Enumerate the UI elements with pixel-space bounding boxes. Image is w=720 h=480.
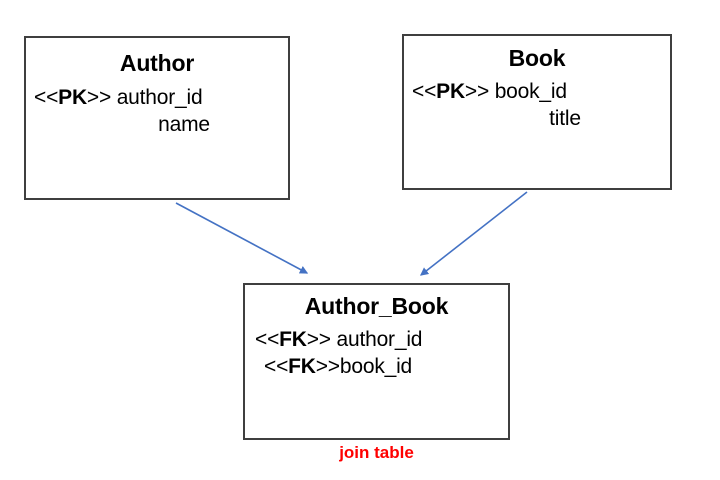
- stereotype-keyword: FK: [288, 355, 316, 379]
- attribute-row: name: [26, 112, 288, 139]
- stereotype-close: >>: [315, 355, 340, 379]
- stereotype-fk: <<FK>>: [264, 355, 340, 378]
- entity-title-book: Book: [508, 45, 566, 71]
- stereotype-pk: <<PK>>: [412, 80, 489, 103]
- attribute-row: <<FK>>book_id: [245, 354, 508, 381]
- stereotype-close: >>: [86, 86, 112, 110]
- entity-title-author: Author: [119, 50, 195, 76]
- entity-title-author-book: Author_Book: [304, 293, 449, 319]
- stereotype-open: <<: [412, 80, 437, 104]
- attribute-name: title: [549, 107, 581, 131]
- stereotype-close: >>: [306, 328, 331, 352]
- stereotype-open: <<: [255, 328, 280, 352]
- entity-box-book[interactable]: Book <<PK>> book_id title: [402, 34, 672, 190]
- stereotype-keyword: FK: [279, 328, 307, 352]
- stereotype-open: <<: [34, 86, 59, 110]
- attribute-name: book_id: [339, 355, 413, 379]
- stereotype-close: >>: [464, 80, 490, 104]
- stereotype-pk: <<PK>>: [34, 86, 111, 109]
- relationship-arrow-book-to-join: [419, 191, 528, 276]
- attribute-row: <<FK>> author_id: [245, 327, 508, 354]
- attribute-name: name: [158, 113, 210, 137]
- entity-box-author-book[interactable]: Author_Book <<FK>> author_id <<FK>>book_…: [243, 283, 510, 440]
- stereotype-keyword: PK: [436, 80, 465, 104]
- attribute-row: title: [404, 106, 670, 133]
- attribute-name: book_id: [489, 80, 567, 104]
- attribute-name: author_id: [111, 86, 203, 110]
- attribute-name: author_id: [330, 328, 423, 352]
- attribute-list-author-book: <<FK>> author_id <<FK>>book_id: [245, 327, 508, 381]
- stereotype-keyword: PK: [58, 86, 87, 110]
- stereotype-open: <<: [264, 355, 289, 379]
- attribute-list-author: <<PK>> author_id name: [26, 85, 288, 139]
- relationship-arrow-author-to-join: [175, 202, 309, 274]
- stereotype-fk: <<FK>>: [255, 328, 331, 351]
- join-table-note: join table: [339, 443, 414, 462]
- entity-box-author[interactable]: Author <<PK>> author_id name: [24, 36, 290, 200]
- attribute-row: <<PK>> author_id: [26, 85, 288, 112]
- attribute-list-book: <<PK>> book_id title: [404, 79, 670, 133]
- attribute-row: <<PK>> book_id: [404, 79, 670, 106]
